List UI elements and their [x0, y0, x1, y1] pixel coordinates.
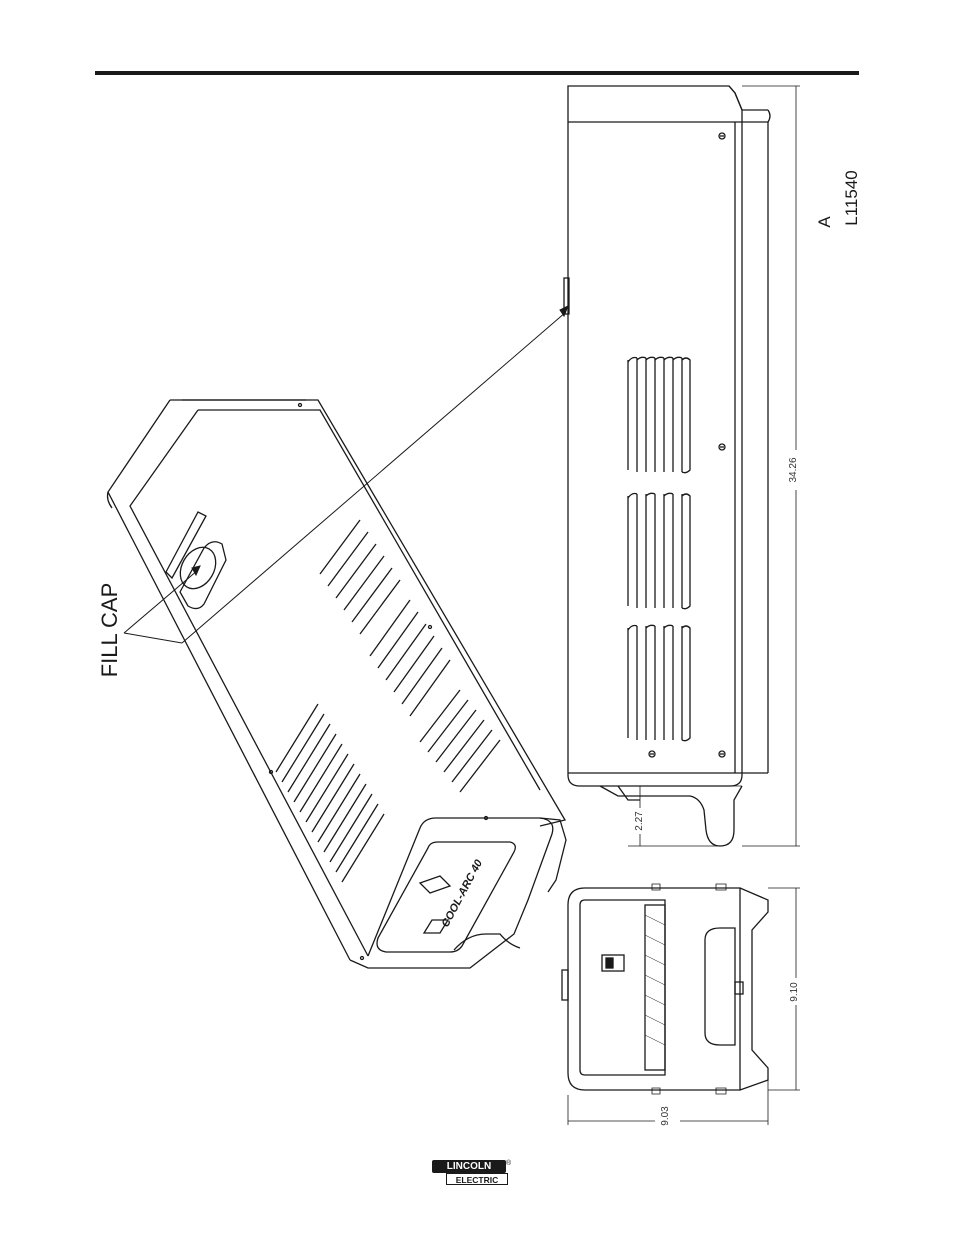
louver-group-middle: [628, 493, 690, 608]
dimension-foot-height: [628, 786, 742, 846]
front-view: 9.10 9.03: [562, 884, 800, 1126]
louver-group-top: [628, 357, 690, 472]
logo-bottom-text: ELECTRIC: [446, 1173, 508, 1185]
logo-top-text: LINCOLN: [432, 1160, 506, 1173]
fill-cap-leaders: [124, 306, 568, 643]
drawing-number: L11540: [842, 170, 861, 225]
fill-cap-label: FILL CAP: [97, 583, 122, 678]
dim-width-label: 9.03: [660, 1106, 671, 1126]
revision-letter: A: [815, 216, 834, 228]
badge-text: COOL-ARC 40: [440, 857, 486, 929]
side-view: 34.26 2.27: [564, 86, 800, 846]
dim-length-label: 34.26: [788, 457, 799, 482]
lincoln-electric-logo: LINCOLN ELECTRIC ®: [432, 1160, 512, 1188]
louver-group-bottom: [628, 625, 690, 740]
dim-foot-height-label: 2.27: [634, 811, 645, 831]
isometric-view: [108, 400, 567, 968]
logo-registered-mark: ®: [506, 1160, 511, 1167]
dim-height-label: 9.10: [789, 982, 800, 1002]
